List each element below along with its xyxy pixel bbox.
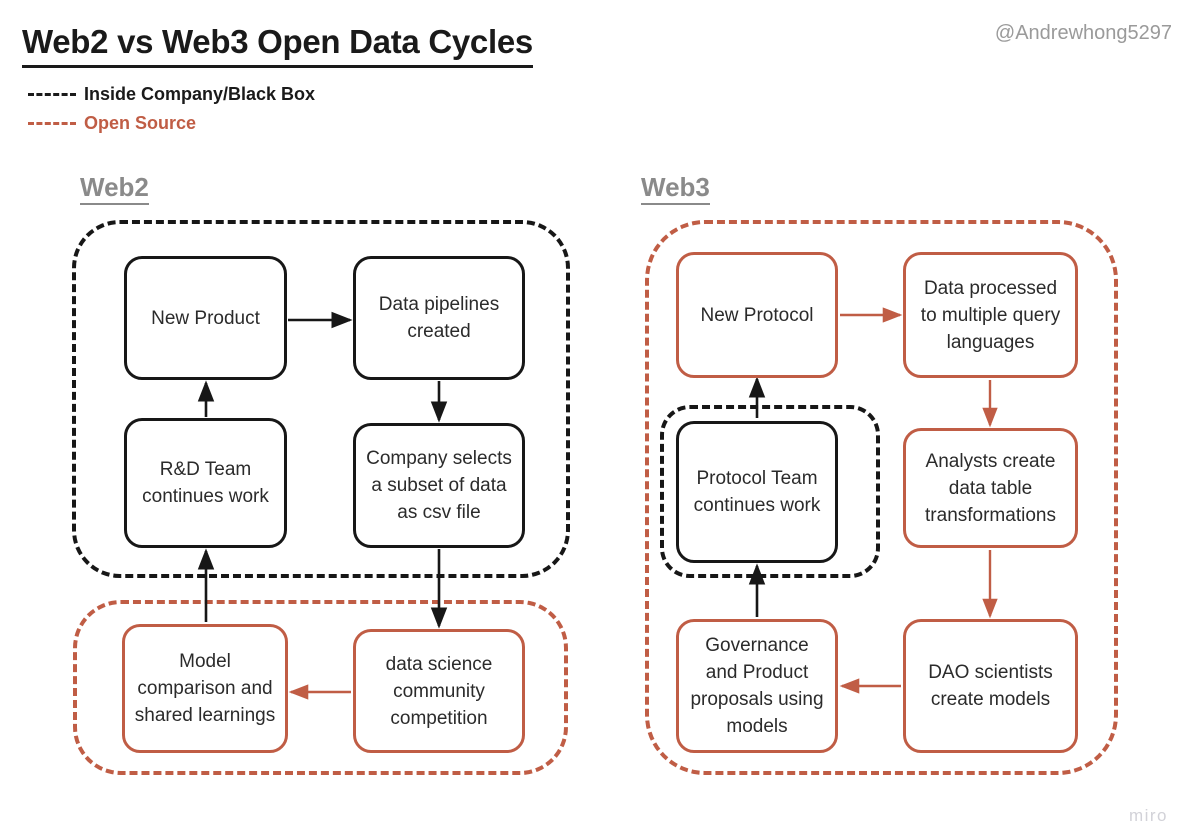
- node-new-protocol[interactable]: New Protocol: [676, 252, 838, 378]
- node-rd-team[interactable]: R&D Team continues work: [124, 418, 287, 548]
- node-model-comparison[interactable]: Model comparison and shared learnings: [122, 624, 288, 753]
- dashed-line-icon: [28, 122, 76, 125]
- miro-watermark: miro: [1128, 806, 1168, 825]
- column-heading-web3: Web3: [641, 172, 710, 205]
- group-web3-open-source: [645, 220, 1118, 775]
- dashed-line-icon: [28, 93, 76, 96]
- node-analysts-create-transformations[interactable]: Analysts create data table transformatio…: [903, 428, 1078, 548]
- legend-label-black-box: Inside Company/Black Box: [84, 84, 316, 104]
- group-web2-open-source: [73, 600, 568, 775]
- node-governance-proposals[interactable]: Governance and Product proposals using m…: [676, 619, 838, 753]
- page-title: Web2 vs Web3 Open Data Cycles: [22, 22, 533, 68]
- legend-item-open-source: Open Source: [28, 113, 196, 134]
- node-company-subset[interactable]: Company selects a subset of data as csv …: [353, 423, 525, 548]
- column-heading-web2: Web2: [80, 172, 149, 205]
- group-web3-black-box: [660, 405, 880, 578]
- author-handle: @Andrewhong5297: [994, 22, 1172, 44]
- node-data-science-competition[interactable]: data science community competition: [353, 629, 525, 753]
- node-protocol-team[interactable]: Protocol Team continues work: [676, 421, 838, 563]
- node-new-product[interactable]: New Product: [124, 256, 287, 380]
- node-data-processed[interactable]: Data processed to multiple query languag…: [903, 252, 1078, 378]
- node-data-pipelines[interactable]: Data pipelines created: [353, 256, 525, 380]
- legend-label-open-source: Open Source: [84, 113, 197, 133]
- group-web2-black-box: [72, 220, 570, 578]
- legend-item-black-box: Inside Company/Black Box: [28, 84, 315, 105]
- node-dao-scientists[interactable]: DAO scientists create models: [903, 619, 1078, 753]
